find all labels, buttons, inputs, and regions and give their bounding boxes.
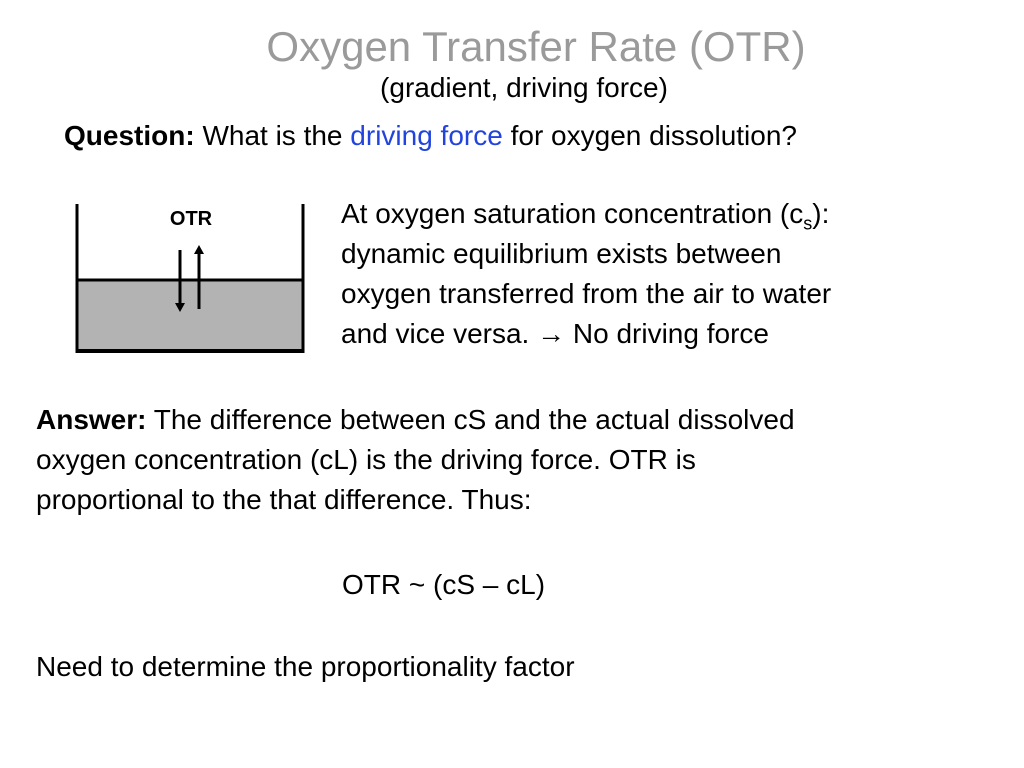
answer-label: Answer: xyxy=(36,404,147,435)
answer-line-2: oxygen concentration (cL) is the driving… xyxy=(36,444,696,475)
saturation-line-4-text: and vice versa. xyxy=(341,318,538,349)
saturation-line-1: At oxygen saturation concentration (cs): xyxy=(341,194,981,234)
saturation-line-4-end: No driving force xyxy=(565,318,769,349)
tank-diagram: OTR xyxy=(75,204,305,353)
arrow-up-icon xyxy=(194,245,204,309)
saturation-line-2: dynamic equilibrium exists between xyxy=(341,238,782,269)
saturation-line-3: oxygen transferred from the air to water xyxy=(341,278,832,309)
slide-title: Oxygen Transfer Rate (OTR) xyxy=(266,23,806,70)
arrow-down-icon xyxy=(175,250,185,312)
question-text-after: for oxygen dissolution? xyxy=(502,120,797,151)
answer-line-3: proportional to the that difference. Thu… xyxy=(36,484,532,515)
question-line: Question: What is the driving force for … xyxy=(64,116,797,156)
saturation-subscript: s xyxy=(803,213,813,234)
saturation-paragraph: At oxygen saturation concentration (cs):… xyxy=(341,194,981,354)
conclusion-text: Need to determine the proportionality fa… xyxy=(36,651,575,682)
answer-paragraph: Answer: The difference between cS and th… xyxy=(36,400,795,520)
saturation-text: At oxygen saturation concentration (c xyxy=(341,198,804,229)
question-text-before: What is the xyxy=(194,120,351,151)
otr-label: OTR xyxy=(170,208,213,230)
saturation-line-4: and vice versa. → No driving force xyxy=(341,314,981,354)
answer-line-1: Answer: The difference between cS and th… xyxy=(36,400,795,440)
saturation-text-end: ): xyxy=(812,198,830,229)
question-label: Question: xyxy=(64,120,195,151)
liquid-fill xyxy=(77,280,303,350)
question-highlight: driving force xyxy=(350,120,503,151)
slide-subtitle: (gradient, driving force) xyxy=(380,72,668,103)
arrow-right-icon: → xyxy=(537,318,566,349)
otr-formula: OTR ~ (cS – cL) xyxy=(342,569,546,600)
answer-line-1-text: The difference between cS and the actual… xyxy=(146,404,795,435)
